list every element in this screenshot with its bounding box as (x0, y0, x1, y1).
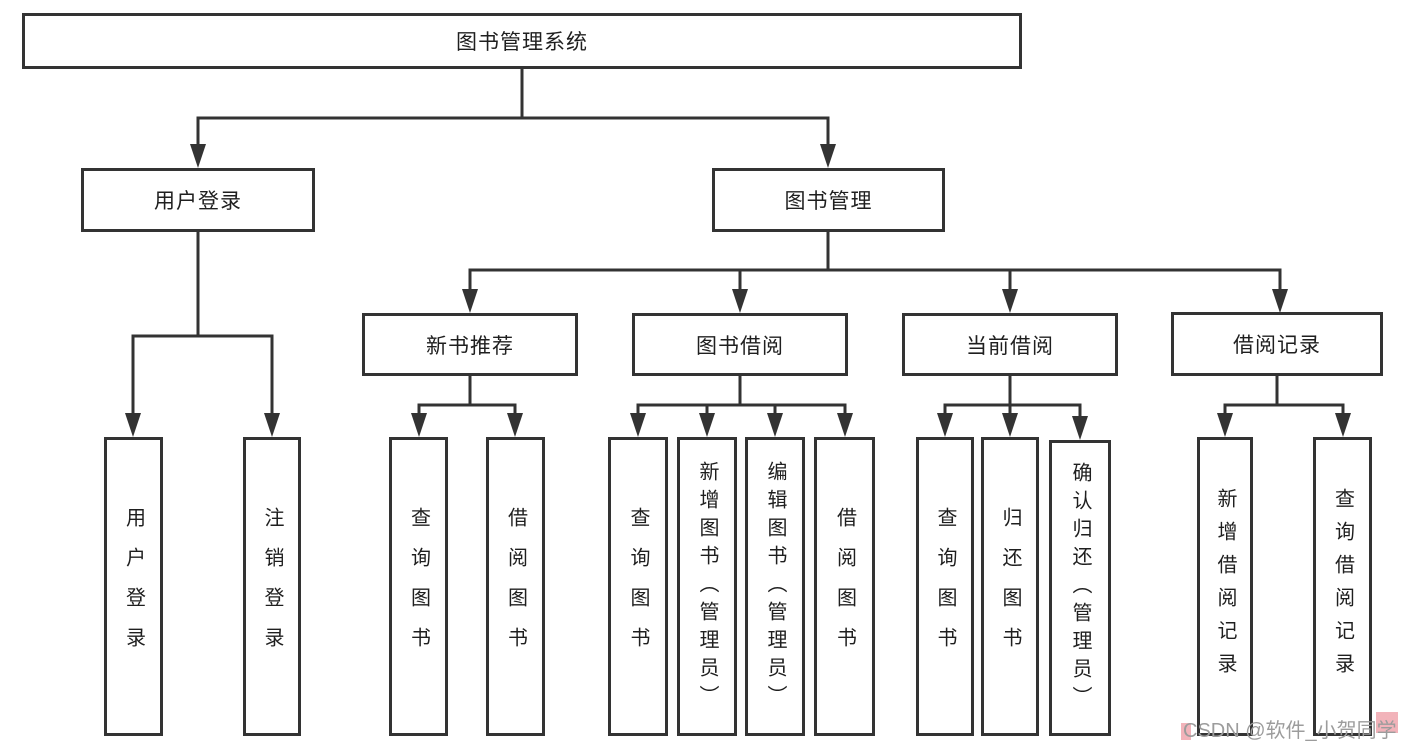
node-borrow-records: 借阅记录 (1171, 312, 1383, 376)
watermark-accent-right (1376, 712, 1398, 733)
node-new-book-recommend: 新书推荐 (362, 313, 578, 376)
arrow-user-login (190, 144, 206, 168)
watermark-accent-left (1181, 723, 1191, 740)
edge-bb-bus (636, 403, 847, 419)
leaf-add-borrow-record: 新增借阅记录 (1197, 437, 1253, 736)
arrow-new-book-rec (462, 289, 478, 313)
leaf-confirm-return-admin: 确认归还（管理员） (1049, 440, 1111, 736)
node-user-login: 用户登录 (81, 168, 315, 232)
edge-level2-bus (196, 116, 830, 150)
leaf-logout: 注销登录 (243, 437, 301, 736)
leaf-edit-books-admin: 编辑图书（管理员） (745, 437, 805, 736)
edge-level3-bus (468, 268, 1282, 295)
leaf-query-books: 查询图书 (389, 437, 448, 736)
edge-br-bus (1223, 403, 1345, 419)
node-book-borrow: 图书借阅 (632, 313, 848, 376)
leaf-query-books: 查询图书 (608, 437, 668, 736)
arrow-leaf-nbr-query (411, 413, 427, 437)
arrow-leaf-nbr-borrow (507, 413, 523, 437)
arrow-leaf-cb-confirm (1072, 416, 1088, 440)
csdn-watermark: CSDN @软件_小贺同学 (1183, 720, 1397, 742)
leaf-return-books: 归还图书 (981, 437, 1039, 736)
arrow-borrow-records (1272, 289, 1288, 313)
arrow-leaf-bb-edit (767, 413, 783, 437)
leaf-query-books: 查询图书 (916, 437, 974, 736)
edge-cb-bus (943, 403, 1082, 421)
arrow-leaf-br-add (1217, 413, 1233, 437)
arrow-leaf-cb-query (937, 413, 953, 437)
arrow-current-borrow (1002, 289, 1018, 313)
edge-nbr-bus (417, 403, 517, 419)
arrow-leaf-cb-return (1002, 413, 1018, 437)
arrow-leaf-user-login (125, 413, 141, 437)
arrow-leaf-bb-borrow (837, 413, 853, 437)
edge-userlogin-bus (131, 334, 274, 419)
node-current-borrow: 当前借阅 (902, 313, 1118, 376)
arrow-leaf-logout (264, 413, 280, 437)
leaf-query-borrow-record: 查询借阅记录 (1313, 437, 1372, 736)
leaf-borrow-books: 借阅图书 (486, 437, 545, 736)
arrow-leaf-bb-query (630, 413, 646, 437)
node-book-management: 图书管理 (712, 168, 945, 232)
arrowheads (125, 144, 1351, 440)
leaf-user-login: 用户登录 (104, 437, 163, 736)
arrow-book-borrow (732, 289, 748, 313)
arrow-leaf-br-query (1335, 413, 1351, 437)
leaf-borrow-books: 借阅图书 (814, 437, 875, 736)
node-root: 图书管理系统 (22, 13, 1022, 69)
arrow-book-management (820, 144, 836, 168)
leaf-add-books-admin: 新增图书（管理员） (677, 437, 737, 736)
arrow-leaf-bb-add (699, 413, 715, 437)
